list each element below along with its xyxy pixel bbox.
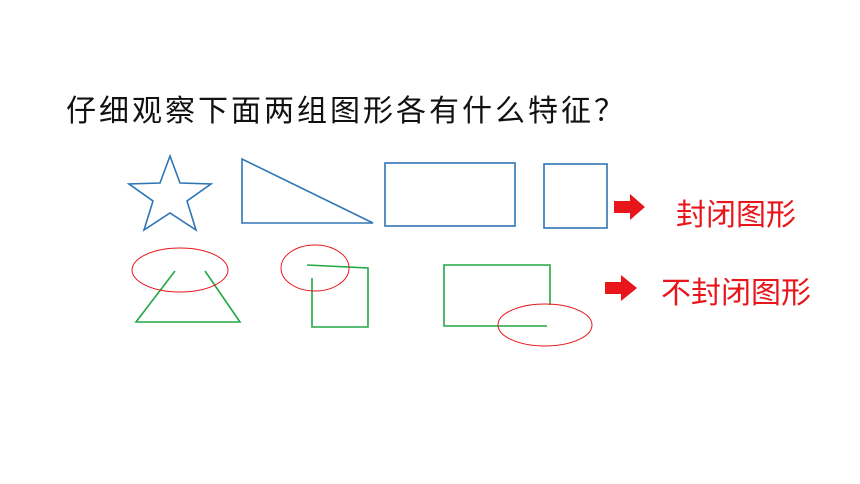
star-shape <box>126 153 214 232</box>
right-triangle-shape <box>241 157 374 224</box>
open-trapezoid-shape <box>134 270 242 323</box>
open-shapes-label: 不封闭图形 <box>661 276 811 311</box>
open-rectangle-shape <box>443 264 551 327</box>
right-arrow-icon <box>605 275 637 301</box>
closed-shapes-label: 封闭图形 <box>676 198 796 233</box>
gap-highlight-ellipse <box>280 244 350 292</box>
gap-highlight-ellipse <box>131 247 229 293</box>
open-square-shape <box>306 264 369 328</box>
square-shape <box>543 163 608 229</box>
gap-highlight-ellipse <box>497 303 593 347</box>
rectangle-shape <box>384 162 516 227</box>
question-title: 仔细观察下面两组图形各有什么特征？ <box>66 94 627 129</box>
right-arrow-icon <box>614 194 645 220</box>
